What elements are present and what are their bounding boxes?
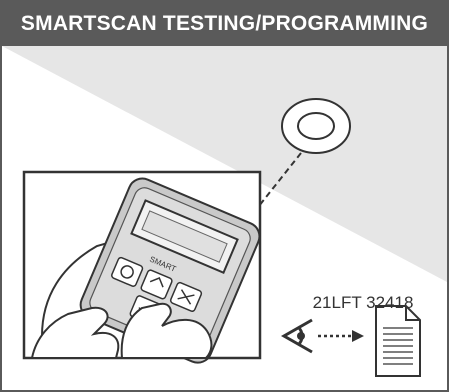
sensor-disc-icon [281, 98, 351, 154]
code-label: 21LFT 32418 [312, 293, 414, 312]
hand-held-reader-icon: SMART [22, 170, 262, 364]
leader-line [254, 152, 302, 212]
arrow-right-icon [318, 330, 364, 342]
document-icon [375, 305, 421, 377]
illustration: SMART [2, 46, 447, 377]
header-title: SMARTSCAN TESTING/PROGRAMMING [2, 2, 447, 46]
eye-icon [280, 318, 313, 354]
